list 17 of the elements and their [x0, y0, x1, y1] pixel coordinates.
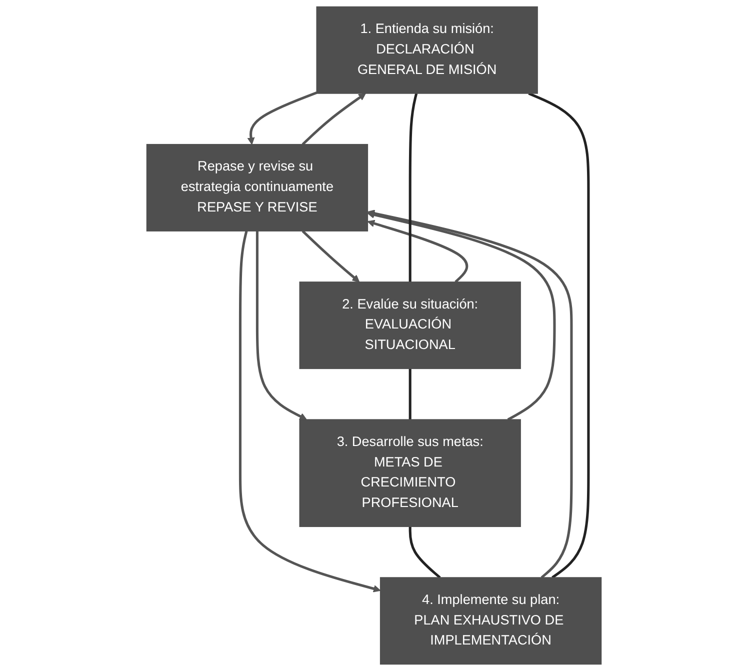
node-box: 4. Implemente su plan: PLAN EXHAUSTIVO DE IMPLEMENTACIÓN [380, 577, 602, 665]
node-box: 1. Entienda su misión: DECLARACIÓN GENERAL DE MISIÓN [316, 6, 538, 94]
node-box: 2. Evalúe su situación: EVALUACIÓN SITUACIONAL [299, 282, 521, 370]
connector [408, 93, 418, 282]
connector [408, 368, 412, 420]
connector [528, 92, 590, 579]
arrow [302, 230, 360, 282]
node-box: Repase y revise su estrategia continuamente REPASE Y REVISE [146, 144, 368, 232]
arrow [302, 93, 366, 146]
arrow [247, 92, 318, 145]
arrow [256, 231, 307, 420]
connector [408, 526, 441, 579]
arrow [367, 211, 556, 421]
arrow [367, 220, 468, 283]
arrow [238, 230, 381, 592]
arrow [367, 210, 573, 579]
node-box: 3. Desarrolle sus metas: METAS DE CRECIMIENTO PROFESIONAL [299, 419, 521, 528]
